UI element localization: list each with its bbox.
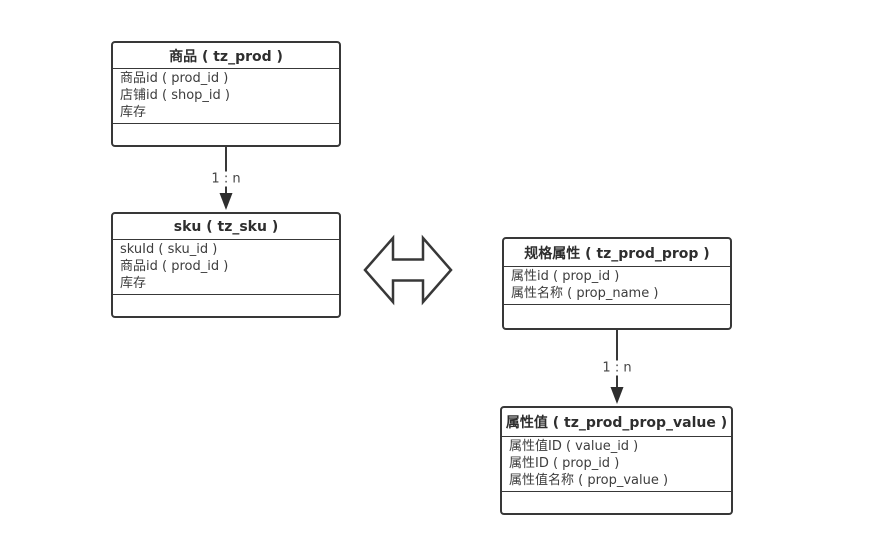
entity-prod-footer — [113, 124, 339, 145]
entity-prod-prop-value-fields: 属性值ID ( value_id ) 属性ID ( prop_id ) 属性值名… — [502, 437, 731, 492]
entity-sku-title: sku ( tz_sku ) — [113, 214, 339, 240]
cardinality-label: 1 : n — [208, 171, 244, 187]
entity-prod: 商品 ( tz_prod ) 商品id ( prod_id ) 店铺id ( s… — [111, 41, 341, 147]
field-row: 库存 — [120, 276, 147, 291]
entity-sku-footer — [113, 295, 339, 316]
cardinality-label: 1 : n — [599, 360, 635, 376]
double-arrow-icon — [363, 234, 453, 306]
field-row: 商品id ( prod_id ) — [120, 71, 229, 86]
field-row: 库存 — [120, 105, 147, 120]
field-row: 属性值名称 ( prop_value ) — [509, 473, 669, 488]
entity-prod-prop-value-footer — [502, 492, 731, 513]
entity-prod-prop-footer — [504, 305, 730, 328]
entity-prod-prop-title: 规格属性 ( tz_prod_prop ) — [504, 239, 730, 267]
entity-prod-title: 商品 ( tz_prod ) — [113, 43, 339, 69]
entity-sku-fields: skuId ( sku_id ) 商品id ( prod_id ) 库存 — [113, 240, 339, 295]
field-row: 店铺id ( shop_id ) — [120, 88, 230, 103]
field-row: 属性名称 ( prop_name ) — [511, 286, 659, 301]
entity-prod-fields: 商品id ( prod_id ) 店铺id ( shop_id ) 库存 — [113, 69, 339, 124]
entity-sku: sku ( tz_sku ) skuId ( sku_id ) 商品id ( p… — [111, 212, 341, 318]
field-row: 属性id ( prop_id ) — [511, 269, 620, 284]
field-row: 商品id ( prod_id ) — [120, 259, 229, 274]
arrowhead-down-icon — [219, 193, 233, 210]
entity-prod-prop: 规格属性 ( tz_prod_prop ) 属性id ( prop_id ) 属… — [502, 237, 732, 330]
entity-prod-prop-value: 属性值 ( tz_prod_prop_value ) 属性值ID ( value… — [500, 406, 733, 515]
arrowhead-down-icon — [610, 387, 624, 404]
field-row: 属性值ID ( value_id ) — [509, 439, 639, 454]
field-row: skuId ( sku_id ) — [120, 242, 218, 257]
field-row: 属性ID ( prop_id ) — [509, 456, 620, 471]
entity-prod-prop-value-title: 属性值 ( tz_prod_prop_value ) — [502, 408, 731, 437]
entity-prod-prop-fields: 属性id ( prop_id ) 属性名称 ( prop_name ) — [504, 267, 730, 305]
